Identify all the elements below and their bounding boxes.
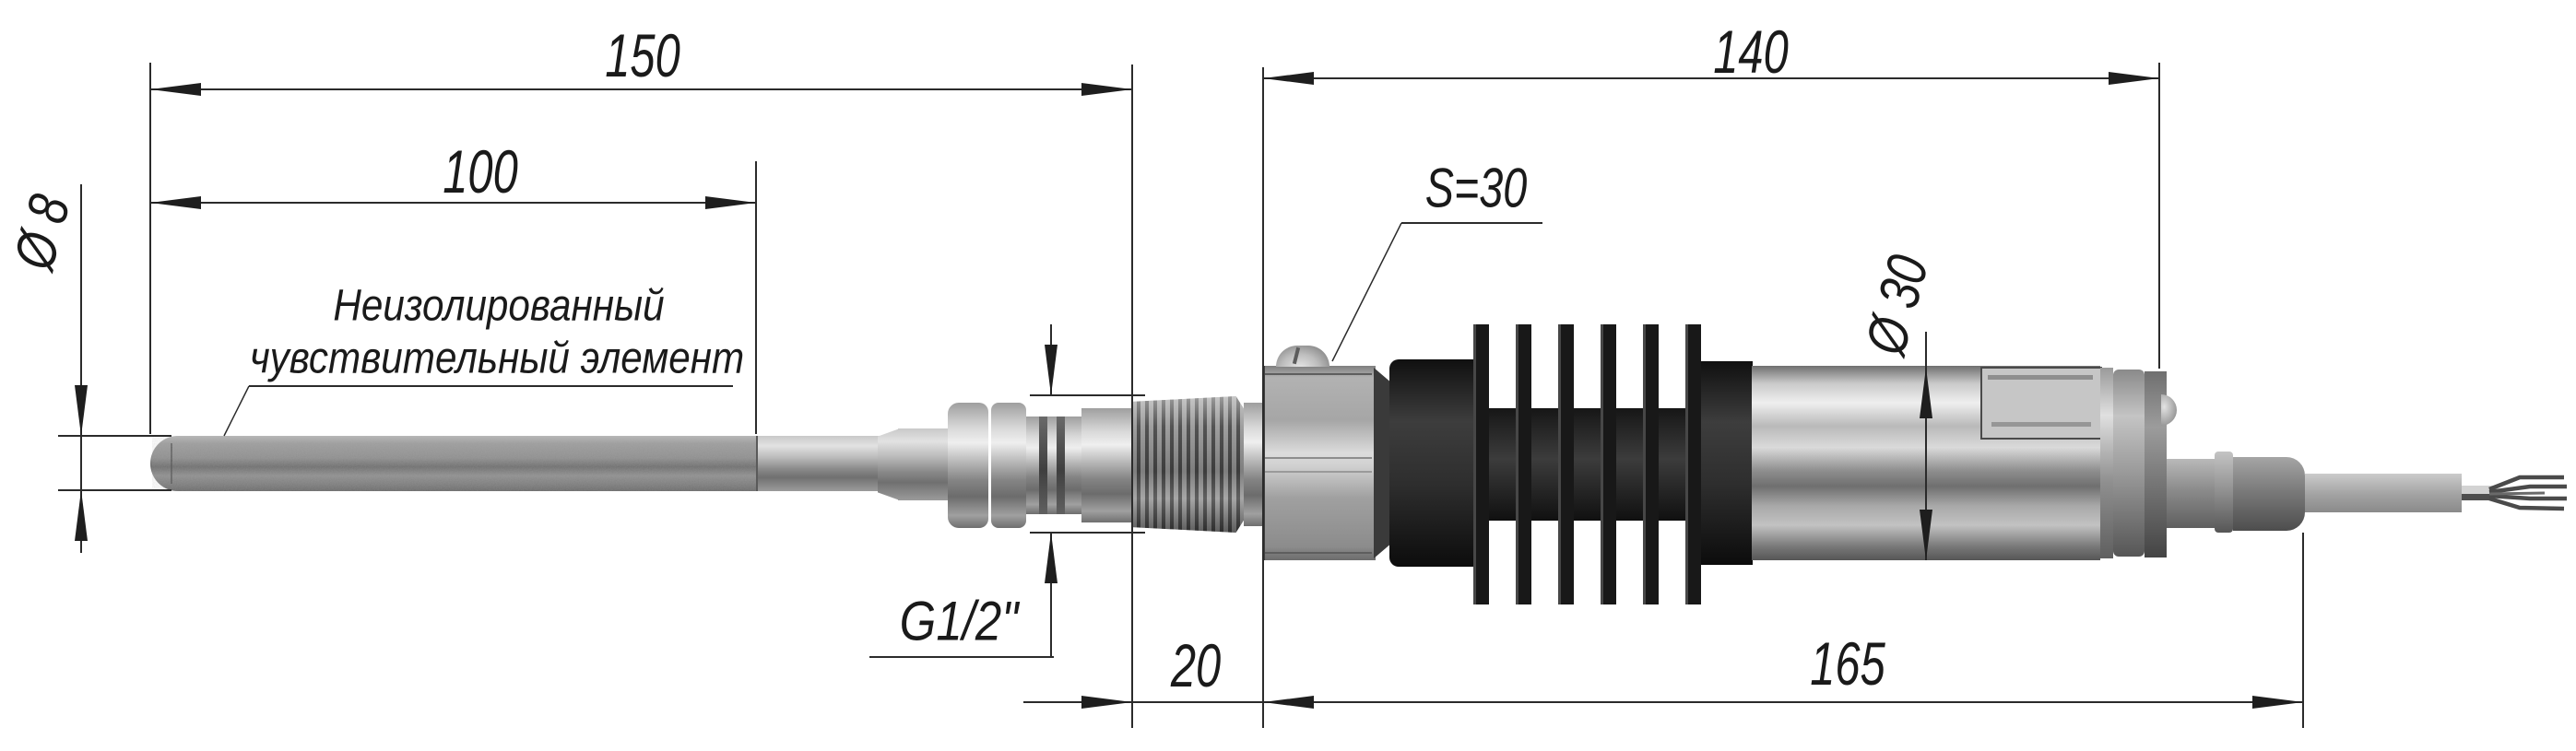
dim-165-label: 165	[1810, 629, 1885, 698]
gland-flange	[2215, 452, 2233, 533]
nut-facet-mid1	[1265, 457, 1372, 459]
heatsink-fin-3	[1558, 324, 1574, 604]
sleeve-collar	[898, 428, 950, 500]
plate-engraving-2	[1991, 422, 2091, 427]
heatsink-core	[1473, 408, 1702, 521]
thread-collar	[1244, 403, 1263, 526]
neck-groove-2	[1057, 417, 1065, 514]
rod-texture	[152, 436, 756, 491]
sensitive-element-note-line1: Неизолированный	[333, 281, 665, 331]
fitting-neck	[1026, 417, 1081, 514]
heatsink-fin-2	[1516, 324, 1531, 604]
fitting-ring-1	[948, 403, 988, 528]
heatsink-end-cylinder	[1701, 361, 1753, 565]
housing-end-ring-1	[2100, 368, 2113, 558]
housing-label-plate	[1980, 367, 2102, 440]
probe-sleeve-smooth	[756, 436, 880, 491]
dim-20-label: 20	[1170, 631, 1222, 699]
nut-dome-screw	[1276, 346, 1329, 367]
heatsink-fin-4	[1601, 324, 1616, 604]
plate-engraving-1	[1988, 375, 2093, 380]
gland-cylinder-b	[2233, 457, 2305, 531]
thread-g12	[1132, 396, 1244, 533]
nut-facet-bottom	[1265, 552, 1372, 554]
dim-150-label: 150	[605, 21, 680, 89]
wire-ends	[2488, 475, 2567, 511]
nut-facet-mid2	[1265, 471, 1372, 473]
heatsink-bushing	[1389, 359, 1474, 567]
nut-facet-top	[1265, 373, 1372, 375]
heatsink-fin-6	[1685, 324, 1701, 604]
nut-cone	[1374, 368, 1389, 558]
fitting-ring-2	[991, 403, 1026, 528]
cable-stub-shield	[2462, 494, 2495, 500]
hex-size-label: S=30	[1424, 157, 1528, 219]
housing-end-ring-2	[2113, 370, 2145, 557]
cable	[2305, 474, 2462, 512]
heatsink-fin-5	[1643, 324, 1659, 604]
dim-100-label: 100	[443, 137, 518, 205]
dim-140-label: 140	[1713, 18, 1789, 86]
hex-nut	[1263, 366, 1376, 560]
sensitive-element-note-line2: чувствительный элемент	[249, 334, 745, 383]
heatsink-fin-1	[1473, 324, 1489, 604]
cable-stub-insulation	[2462, 486, 2495, 494]
neck-groove-1	[1039, 417, 1047, 514]
thread-label: G1/2"	[899, 590, 1019, 652]
sleeve-step-cone	[878, 428, 900, 500]
rear-cap-dome	[2161, 394, 2177, 426]
gland-cylinder-a	[2167, 459, 2215, 528]
pre-thread-cylinder	[1081, 408, 1132, 522]
